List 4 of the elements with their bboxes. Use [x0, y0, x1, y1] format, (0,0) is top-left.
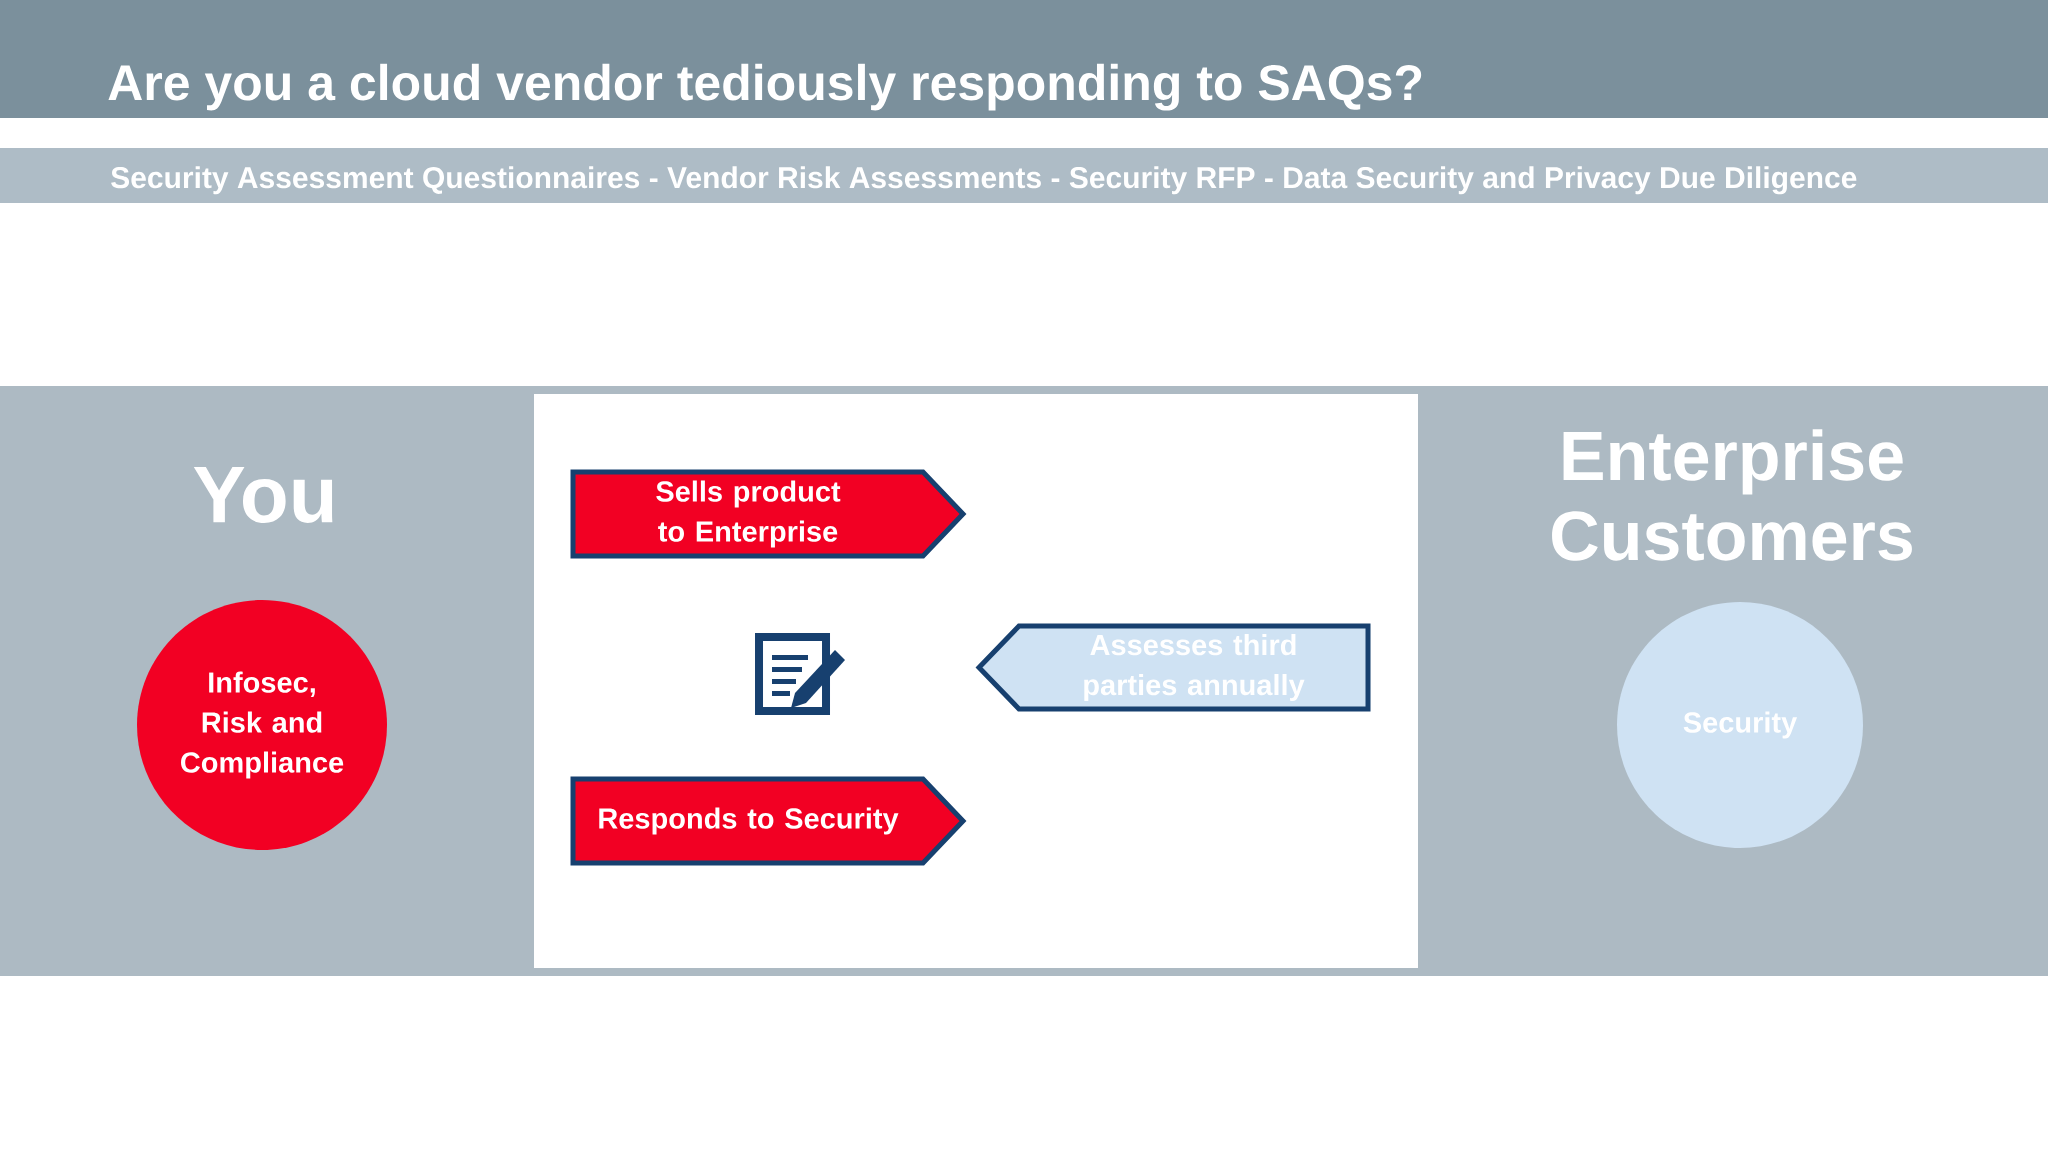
- subtitle: Security Assessment Questionnaires - Vendor Risk Assessments - Security RFP - Data Security and Privacy Due Diligence: [111, 166, 1857, 195]
- heading: You: [193, 467, 333, 523]
- title: Are you a cloud vendor tediously responding to SAQs?: [108, 63, 1422, 111]
- heading: Enterprise Customers: [1552, 429, 1912, 561]
